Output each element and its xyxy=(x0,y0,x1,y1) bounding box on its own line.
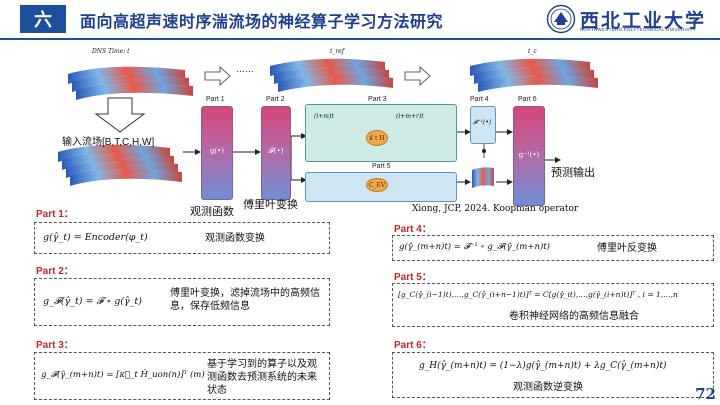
part5-desc: 卷积神经网络的高频信息融合 xyxy=(509,311,639,322)
university-name-en: NORTHWESTERN POLYTECHNICAL UNIVERSITY xyxy=(580,27,697,32)
part6-desc: 观测函数逆变换 xyxy=(513,382,583,393)
part3-label: Part 3 xyxy=(368,96,387,103)
part1-formula: g(γ̂_t) = Encoder(φ_t) xyxy=(43,232,148,243)
part5-title: Part 5： xyxy=(394,272,432,283)
part1-title: Part 1： xyxy=(36,209,74,220)
part4-title: Part 4： xyxy=(394,224,432,235)
dns-flow-field-1 xyxy=(68,66,193,100)
part2-desc: 傅里叶变换，滤掉流场中的高频信息，保存低频信息 xyxy=(170,288,320,312)
part3-left-time: (i+m)t xyxy=(314,113,334,120)
slide-title: 面向高超声速时序湍流场的神经算子学习方法研究 xyxy=(80,14,444,31)
part1-label: Part 1 xyxy=(206,96,225,103)
part4-label: Part 4 xyxy=(470,96,489,103)
part2-formula: g_𝓕(γ̂_t) = 𝓕 ∘ g(γ̂_t) xyxy=(43,296,142,307)
time-ellipsis: …… xyxy=(236,64,254,74)
part5-box: [g_C(γ̂_(i−1)t),…,g_C(γ̂_(i+n−1)t)]ᵀ = C… xyxy=(392,283,714,327)
part4-formula: g(γ̂_(m+n)t) = 𝓕⁻¹ ∘ g_𝓕(γ̂_(m+n)t) xyxy=(399,242,551,252)
predict-output-label: 预测输出 xyxy=(551,167,595,179)
slide-header: 六 面向高超声速时序湍流场的神经算子学习方法研究 西北工业大学 NORTHWES… xyxy=(0,0,720,40)
input-flow-field xyxy=(58,144,182,186)
part1-encoder-block: g(•) xyxy=(201,106,233,200)
part2-label: Part 2 xyxy=(266,96,285,103)
t-end-label: t_c xyxy=(528,48,537,55)
koopman-operator-node: κ̂ t H xyxy=(366,130,388,146)
part2-operator: 𝓕(•) xyxy=(268,147,284,155)
page-number: 72 xyxy=(695,385,716,403)
part6-decoder-block: g⁻¹(•) xyxy=(513,106,545,206)
part3-formula: g_𝓕(γ̂_(m+n)t) = [κ⃗_t Ĥ_uon(n)]ᵀ (m) xyxy=(41,370,205,380)
part4-operator: 𝓕⁻¹(•) xyxy=(473,119,492,126)
t-ref-label: t_ref xyxy=(330,48,345,55)
time-arrow-icon xyxy=(204,66,231,86)
fourier-transform-label: 傅里叶变换 xyxy=(243,199,298,211)
down-arrow-icon xyxy=(94,97,146,133)
neural-operator-diagram: DNS Time: t …… t_ref t_c 输入流场[B,T,C,H,W]… xyxy=(0,40,720,218)
part3-title: Part 3： xyxy=(36,340,74,351)
citation: Xiong, JCP, 2024. Koopman operator xyxy=(412,204,579,214)
dns-flow-field-ref xyxy=(270,58,393,92)
part4-box: g(γ̂_(m+n)t) = 𝓕⁻¹ ∘ g_𝓕(γ̂_(m+n)t) 傅里叶反… xyxy=(392,235,714,261)
part2-title: Part 2： xyxy=(36,266,74,277)
part6-title: Part 6： xyxy=(394,340,432,351)
part4-inverse-fourier-block: 𝓕⁻¹(•) xyxy=(470,106,496,144)
part5-cnn-block xyxy=(305,172,457,202)
dns-time-label: DNS Time: t xyxy=(92,48,130,55)
cnn-node: C_EV xyxy=(366,178,388,192)
university-emblem-icon xyxy=(546,4,576,34)
part3-right-time: (i+m+r)t xyxy=(396,113,424,120)
section-number: 六 xyxy=(20,5,66,33)
part4-desc: 傅里叶反变换 xyxy=(597,243,657,254)
dns-flow-field-end xyxy=(470,58,598,92)
part3-desc: 基于学习到的算子以及观测函数去预测系统的未来状态 xyxy=(207,359,317,396)
header-divider xyxy=(0,38,720,40)
part3-box: g_𝓕(γ̂_(m+n)t) = [κ⃗_t Ĥ_uon(n)]ᵀ (m) 基于… xyxy=(34,352,330,400)
part6-formula: g_H(γ̂_(m+n)t) = (1−λ)g(γ̂_(m+n)t) + λg_… xyxy=(419,361,667,371)
time-arrow-icon xyxy=(404,66,431,86)
part5-formula: [g_C(γ̂_(i−1)t),…,g_C(γ̂_(i+n−1)t)]ᵀ = C… xyxy=(398,290,678,299)
observation-function-label: 观测函数 xyxy=(190,206,234,218)
university-logo: 西北工业大学 NORTHWESTERN POLYTECHNICAL UNIVER… xyxy=(546,4,716,34)
part1-box: g(γ̂_t) = Encoder(φ_t) 观测函数变换 xyxy=(34,222,330,254)
part6-operator: g⁻¹(•) xyxy=(518,151,540,159)
part6-box: g_H(γ̂_(m+n)t) = (1−λ)g(γ̂_(m+n)t) + λg_… xyxy=(392,352,714,398)
university-name: 西北工业大学 xyxy=(580,10,707,32)
part2-box: g_𝓕(γ̂_t) = 𝓕 ∘ g(γ̂_t) 傅里叶变换，滤掉流场中的高频信息… xyxy=(34,278,330,326)
part2-fourier-block: 𝓕(•) xyxy=(261,106,291,200)
input-field-label: 输入流场[B,T,C,H,W] xyxy=(62,137,155,148)
part6-label: Part 6 xyxy=(518,96,537,103)
part1-operator: g(•) xyxy=(209,147,225,155)
part1-desc: 观测函数变换 xyxy=(205,233,265,244)
part5-label: Part 5 xyxy=(372,163,391,170)
